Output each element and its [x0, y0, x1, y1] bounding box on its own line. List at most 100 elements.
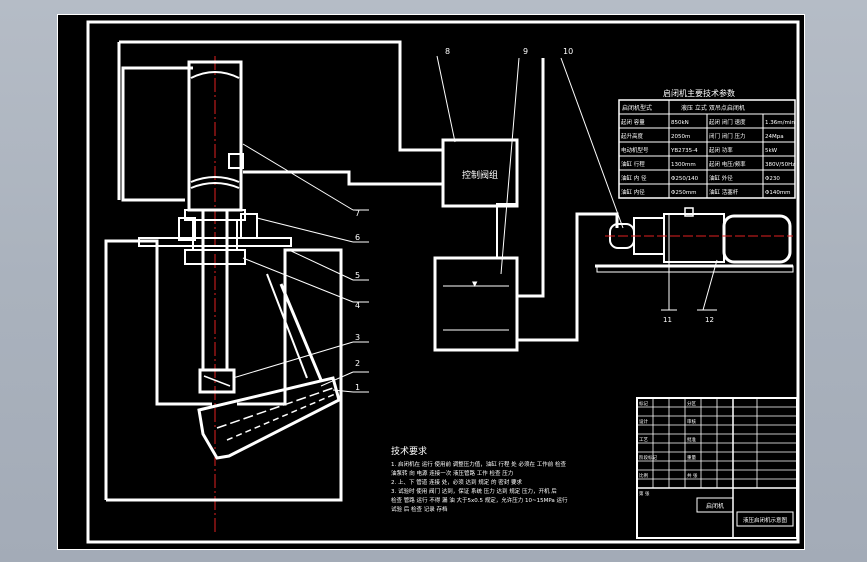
platform — [138, 237, 292, 247]
base-plate — [596, 265, 794, 273]
drawing-number-box — [736, 511, 794, 527]
leader-4 — [242, 257, 354, 303]
leader-1 — [332, 389, 354, 393]
inner-frame — [86, 20, 800, 544]
title-block-cell: 比例 — [639, 472, 648, 479]
spec-cell: YB2735-4 — [670, 148, 698, 154]
spec-header-cell: 启闭机型式 — [622, 104, 652, 112]
drawing-name-box — [696, 497, 734, 513]
leader-9 — [500, 57, 520, 275]
tech-requirements: 1. 启闭机在 运行 使用前 调整压力值，油缸 行程 处 必须在 工作前 检查 … — [391, 460, 568, 513]
title-block-cell: 工艺 — [639, 437, 648, 443]
title-block-cell: 标记 — [639, 400, 648, 407]
gate-leaf — [197, 376, 341, 460]
spec-cell: 起闭 功率 — [709, 146, 733, 154]
tech-req-line: 3. 试验时 使用 阀门 达到，保证 系统 压力 达到 规定 压力，开机 后 — [391, 487, 557, 495]
gate-arm-inner — [266, 273, 308, 379]
oil-tank — [433, 256, 519, 352]
leader-5 — [288, 249, 354, 281]
spec-header-cell: 液压 立式 双吊点启闭机 — [681, 104, 745, 112]
tank-level-mark: ▼ — [472, 280, 478, 288]
hydraulic-hoist-drawing: 7 6 5 4 3 2 1 控制阀组 8 ▼ 9 10 11 12 启闭机主要技… — [57, 14, 805, 550]
callout-6: 6 — [355, 233, 360, 242]
tech-req-line: 2. 上、下 管道 连接 处，必须 达到 规定 的 密封 要求 — [391, 478, 522, 486]
bracket-right — [240, 213, 258, 239]
spec-cell: Φ140mm — [765, 190, 791, 196]
spec-table-title: 启闭机主要技术参数 — [663, 88, 735, 98]
bracket-left — [178, 217, 196, 241]
spec-cell: 起升高度 — [621, 132, 644, 140]
outer-frame — [57, 14, 805, 550]
tech-req-line: 试验 后 检查 记录 存档 — [391, 505, 448, 513]
gate-slot-right — [106, 248, 343, 502]
title-block-cell: 审核 — [687, 418, 696, 425]
spec-cell: 1300mm — [671, 162, 696, 168]
spec-cell: 起闭 电压/频率 — [709, 160, 746, 168]
leader-10 — [560, 57, 624, 229]
callout-3: 3 — [355, 333, 360, 342]
callout-4: 4 — [355, 301, 360, 310]
spec-cell: 380V/50Hz — [765, 162, 795, 168]
pipe-to-valve-bottom — [243, 170, 443, 186]
spec-cell: Φ250mm — [671, 190, 697, 196]
leader-12 — [702, 259, 718, 311]
callout-1: 1 — [355, 383, 360, 392]
spec-cell: 油缸 内径 — [621, 188, 645, 196]
drawing-sheet: 7 6 5 4 3 2 1 控制阀组 8 ▼ 9 10 11 12 启闭机主要技… — [57, 14, 805, 550]
leader-2 — [320, 371, 354, 387]
tech-req-line: 油泵转 向 电源 连接一次 液压管路 工作 检查 压力 — [391, 469, 513, 477]
callout-8: 8 — [445, 47, 450, 56]
control-valve-label: 控制阀组 — [462, 169, 498, 181]
spec-cell: Φ250/140 — [671, 176, 699, 182]
title-block-cell: 设计 — [639, 418, 648, 425]
motor-end — [722, 214, 792, 264]
cylinder-break — [190, 176, 240, 183]
lug-hatch — [203, 375, 231, 387]
title-block-cell: 共 张 — [687, 472, 698, 479]
drawing-name: 启闭机 — [706, 502, 724, 510]
spec-cell: 850kN — [671, 120, 689, 126]
pipe-upper-loop — [121, 66, 193, 202]
callout-5: 5 — [355, 271, 360, 280]
cylinder-cap-top — [190, 71, 240, 79]
spec-cell: 油缸 内 径 — [621, 174, 647, 182]
spec-cell: 油缸 外径 — [709, 174, 733, 182]
callout-9: 9 — [523, 47, 528, 56]
gate-arm-outer — [279, 283, 323, 381]
spec-cell: Φ230 — [765, 176, 780, 182]
spec-cell: 2050m — [671, 134, 690, 140]
tech-req-title: 技术要求 — [391, 445, 427, 457]
drawing-number: 液压启闭机示意图 — [743, 516, 788, 524]
callout-7: 7 — [355, 209, 360, 218]
spec-cell: 油缸 行程 — [621, 160, 645, 168]
flange-bottom — [184, 249, 246, 265]
gate-slot-left — [104, 239, 212, 500]
leader-8 — [436, 55, 456, 143]
rod-end-lug — [198, 368, 236, 394]
leader-3 — [232, 341, 354, 379]
spec-cell: 起闭 容量 — [621, 118, 645, 126]
cylinder-break-2 — [190, 182, 240, 189]
title-block-cell: 分区 — [687, 400, 696, 407]
spec-cell: 电动机型号 — [621, 146, 649, 154]
cylinder-port — [228, 153, 244, 169]
title-block-cell: 重量 — [687, 454, 696, 461]
callout-11: 11 — [663, 316, 672, 324]
tech-req-line: 1. 启闭机在 运行 使用前 调整压力值，油缸 行程 处 必须在 工作前 检查 — [391, 460, 566, 468]
spec-cell: 24Mpa — [765, 134, 784, 140]
motor-terminal — [684, 207, 694, 217]
leader-7 — [242, 143, 354, 211]
spec-cell: 闭门 闭门 压力 — [709, 132, 746, 140]
pipe-tank-return — [517, 58, 545, 298]
spec-cell: 5kW — [765, 148, 778, 154]
spec-cell: 油缸 活塞杆 — [709, 188, 739, 196]
leader-6 — [256, 217, 354, 243]
gate-leaf-rib — [216, 387, 334, 429]
callout-12: 12 — [705, 316, 714, 324]
pipe-to-valve-top — [119, 40, 443, 152]
title-block-cell: 批准 — [687, 436, 696, 443]
title-block-cell: 阶段标记 — [639, 454, 657, 461]
title-block-cell: 第 张 — [639, 490, 650, 497]
